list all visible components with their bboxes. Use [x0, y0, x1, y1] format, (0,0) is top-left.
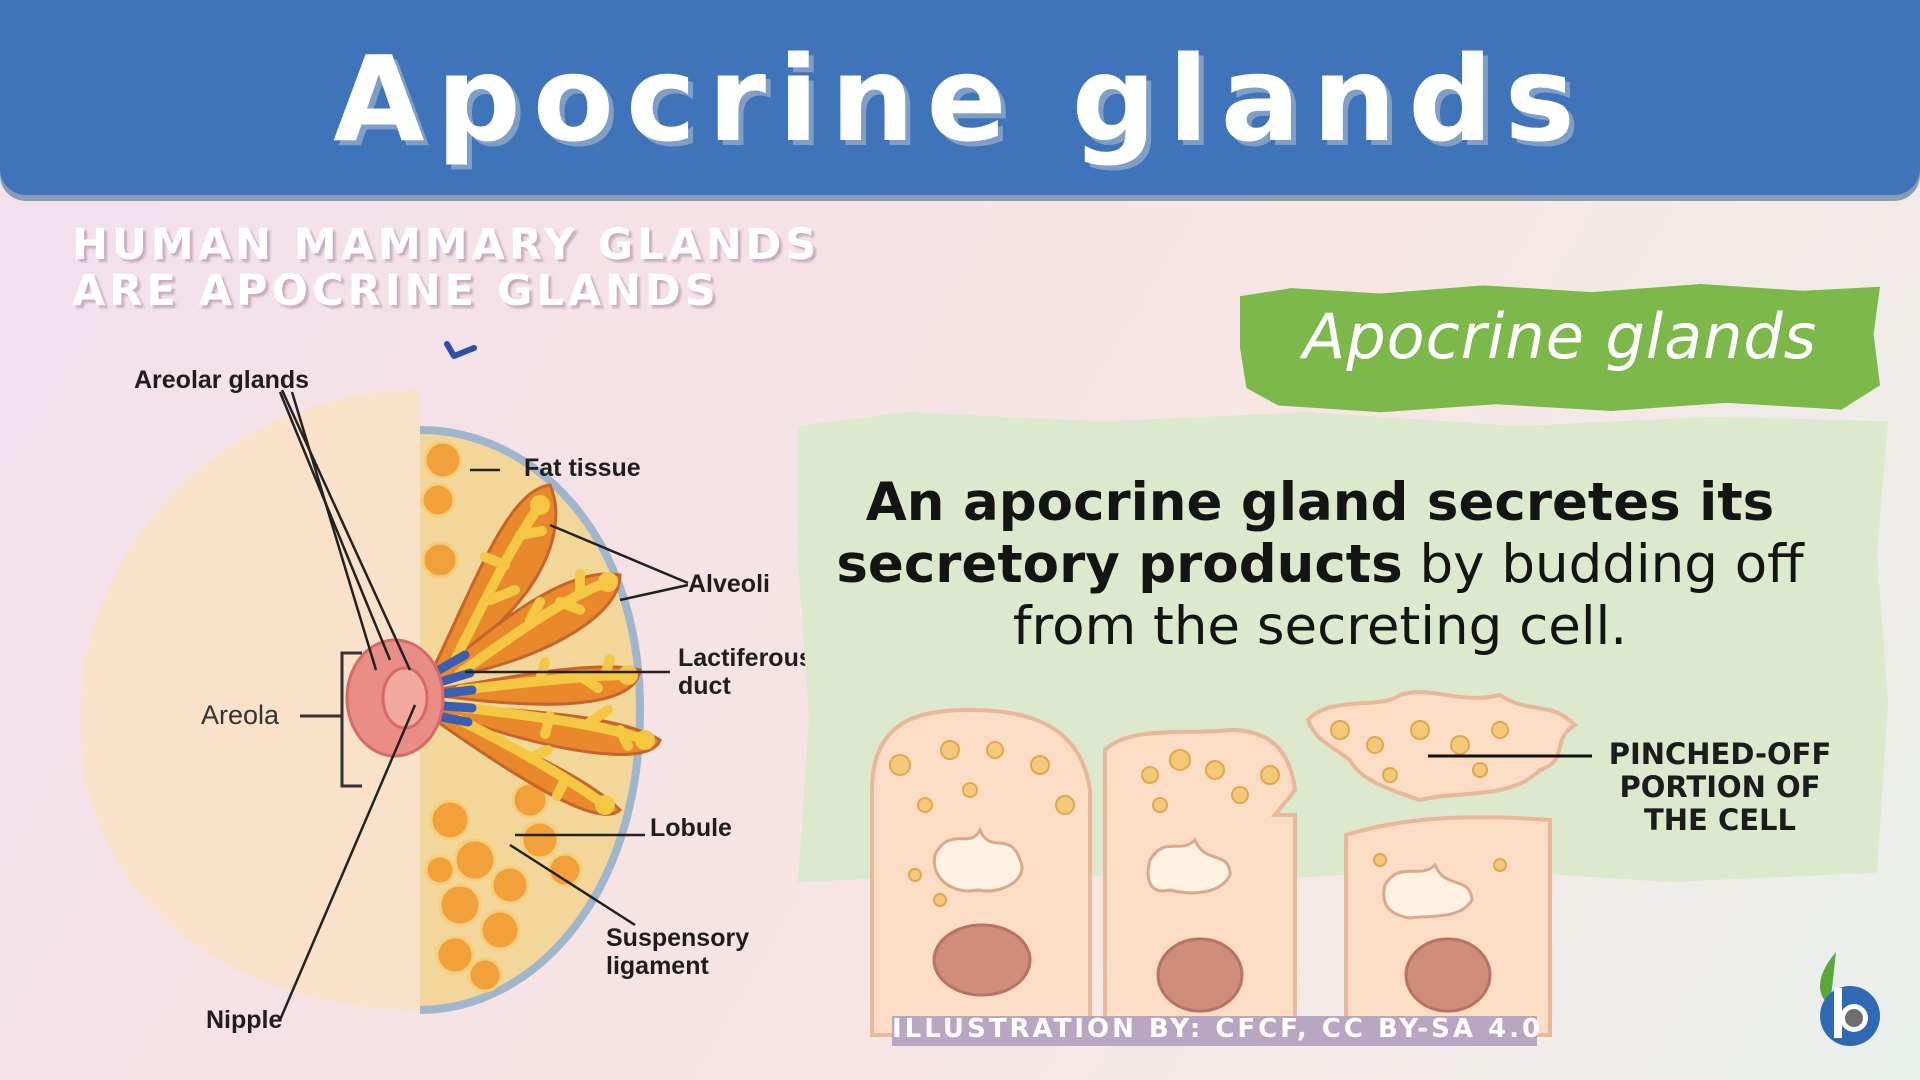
checkmark-icon: [444, 341, 477, 359]
pinched-off-line-3: THE CELL: [1643, 803, 1796, 837]
subtitle: HUMAN MAMMARY GLANDS ARE APOCRINE GLANDS: [72, 222, 892, 314]
subtitle-line-2: ARE APOCRINE GLANDS: [72, 266, 720, 316]
label-nipple: Nipple: [206, 1006, 283, 1034]
apocrine-cells-drawing: [870, 690, 1592, 1037]
note-label-text: Apocrine glands: [1302, 300, 1818, 373]
label-lobule: Lobule: [650, 814, 732, 842]
label-suspensory-ligament-2: ligament: [606, 952, 709, 980]
definition-line-3: from the secreting cell.: [1012, 596, 1628, 657]
mammary-gland-diagram: Areolar glands Fat tissue Alveoli Lactif…: [60, 366, 900, 1050]
apocrine-cells-illustration: [860, 690, 1660, 1050]
label-areola: Areola: [201, 700, 280, 730]
label-fat-tissue: Fat tissue: [524, 454, 641, 482]
label-lactiferous-duct-2: duct: [678, 672, 731, 700]
note-label-banner: [1240, 284, 1880, 413]
label-lactiferous-duct-1: Lactiferous: [678, 644, 813, 672]
definition-line-1: An apocrine gland secretes its: [865, 472, 1775, 533]
label-alveoli: Alveoli: [688, 570, 770, 598]
label-areolar-glands: Areolar glands: [134, 366, 310, 394]
credit-bar: [892, 1016, 1537, 1046]
label-suspensory-ligament-1: Suspensory: [606, 924, 750, 952]
pinched-off-line-1: PINCHED-OFF: [1608, 737, 1832, 771]
pinched-off-line-2: PORTION OF: [1619, 770, 1821, 804]
subtitle-line-1: HUMAN MAMMARY GLANDS: [72, 220, 821, 270]
definition-line-2-rest: by budding off: [1402, 534, 1804, 595]
biology-online-logo-icon: [1819, 952, 1880, 1046]
definition-line-2-bold: secretory products: [836, 534, 1403, 595]
mammary-gland-illustration: [80, 389, 689, 1021]
illustration-credit: ILLUSTRATION BY: CFCF, CC BY-SA 4.0: [892, 1014, 1544, 1044]
definition-line-2: secretory products by budding off: [820, 534, 1820, 596]
title-banner: Apocrine glands: [0, 0, 1920, 195]
pinched-off-label: PINCHED-OFF PORTION OF THE CELL: [1590, 738, 1850, 837]
definition-text: An apocrine gland secretes its secretory…: [820, 472, 1820, 658]
page-title: Apocrine glands: [333, 30, 1587, 168]
